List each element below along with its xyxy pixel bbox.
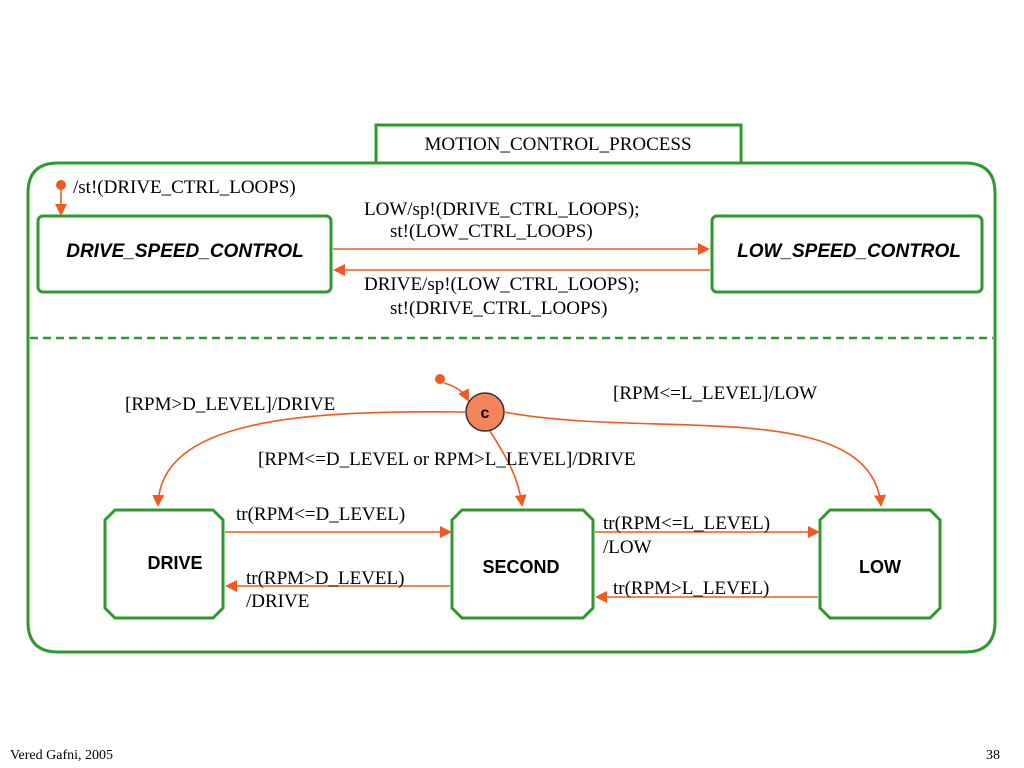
transition-to-low-label-1: LOW/sp!(DRIVE_CTRL_LOOPS); [364, 199, 639, 220]
footer-page-number: 38 [986, 748, 1000, 763]
state-second[interactable]: SECOND [450, 508, 595, 620]
state-second-label: SECOND [482, 557, 559, 577]
process-title: MOTION_CONTROL_PROCESS [424, 134, 691, 155]
process-title-box: MOTION_CONTROL_PROCESS [374, 123, 743, 165]
condition-to-drive [152, 410, 467, 507]
state-drive-label: DRIVE [147, 553, 202, 573]
transition-drive-to-second-label: tr(RPM<=D_LEVEL) [236, 504, 405, 525]
process-outer-border [26, 161, 997, 654]
transition-to-drive-label-2: st!(DRIVE_CTRL_LOOPS) [390, 298, 607, 319]
condition-connector[interactable]: c [465, 392, 505, 432]
statechart-diagram: MOTION_CONTROL_PROCESS /st!(DRIVE_CTRL_L… [26, 123, 997, 654]
transition-low-to-second-label: tr(RPM>L_LEVEL) [613, 578, 769, 599]
initial-arrow-bottom [443, 382, 469, 402]
state-drive-speed-control-label: DRIVE_SPEED_CONTROL [66, 241, 304, 262]
state-low-label: LOW [859, 557, 901, 577]
initial-dot-bottom [435, 374, 445, 384]
transition-second-to-drive-label-1: tr(RPM>D_LEVEL) [246, 568, 404, 589]
condition-to-low [503, 411, 886, 507]
footer-author: Vered Gafni, 2005 [10, 748, 114, 763]
state-drive[interactable]: DRIVE [103, 508, 225, 620]
condition-to-second-label: [RPM<=D_LEVEL or RPM>L_LEVEL]/DRIVE [258, 449, 636, 470]
state-low-speed-control-label: LOW_SPEED_CONTROL [737, 241, 961, 262]
initial-top-label: /st!(DRIVE_CTRL_LOOPS) [73, 177, 296, 198]
state-low[interactable]: LOW [818, 508, 942, 620]
condition-to-second [489, 430, 527, 507]
transition-second-to-low-label-2: /LOW [603, 537, 652, 558]
condition-connector-label: c [481, 405, 490, 422]
transition-to-drive-label-1: DRIVE/sp!(LOW_CTRL_LOOPS); [364, 274, 639, 295]
initial-dot-top [56, 180, 66, 190]
state-low-speed-control[interactable]: LOW_SPEED_CONTROL [710, 214, 984, 294]
condition-to-low-label: [RPM<=L_LEVEL]/LOW [613, 383, 817, 404]
transition-to-low-label-2: st!(LOW_CTRL_LOOPS) [390, 221, 593, 242]
condition-to-drive-label: [RPM>D_LEVEL]/DRIVE [125, 394, 335, 415]
state-drive-speed-control[interactable]: DRIVE_SPEED_CONTROL [36, 214, 333, 294]
transition-second-to-low-label-1: tr(RPM<=L_LEVEL) [603, 513, 770, 534]
transition-second-to-drive-label-2: /DRIVE [246, 591, 309, 612]
